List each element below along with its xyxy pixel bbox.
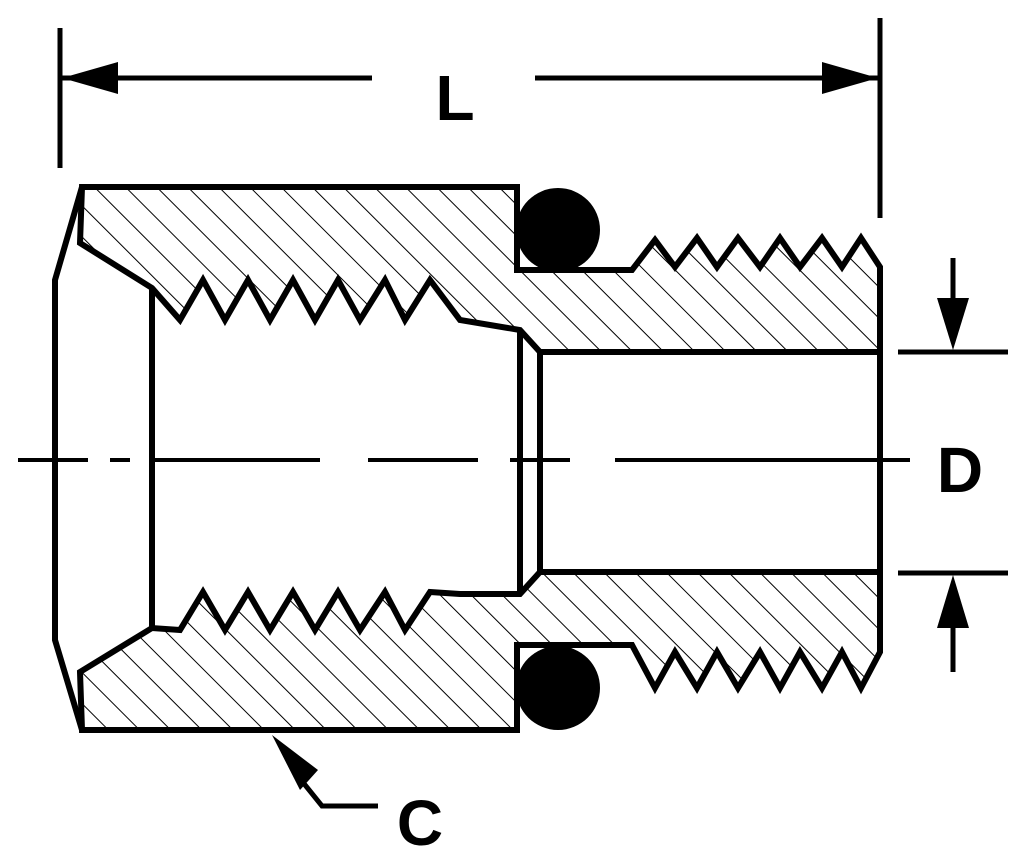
arrowhead-up xyxy=(937,575,969,628)
o-ring-bottom xyxy=(516,646,600,730)
arrowhead-right xyxy=(822,62,878,94)
body-upper-half xyxy=(76,184,883,355)
o-ring-top xyxy=(516,188,600,272)
chamfer-label: C xyxy=(397,787,443,859)
body-section xyxy=(76,184,883,733)
arrowhead-down xyxy=(937,298,969,350)
length-label: L xyxy=(435,62,474,134)
chamfer-leader xyxy=(272,735,378,809)
arrowhead-leader xyxy=(272,735,318,790)
o-ring xyxy=(516,188,600,730)
body-lower-half xyxy=(76,569,883,733)
diameter-label: D xyxy=(937,434,983,506)
length-dimension xyxy=(57,18,883,218)
diameter-dimension xyxy=(898,258,1008,672)
arrowhead-left xyxy=(62,62,118,94)
